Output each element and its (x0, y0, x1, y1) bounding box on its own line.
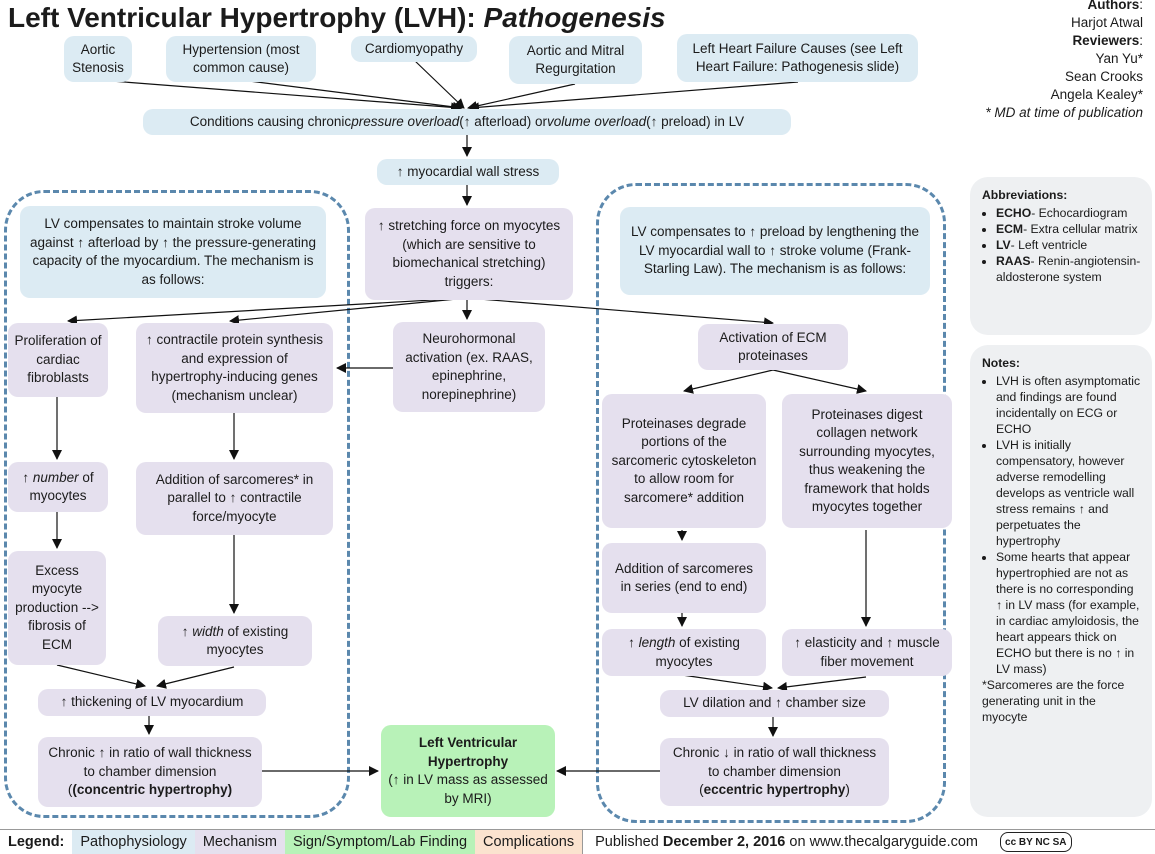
proteinases-digest: Proteinases digest collagen network surr… (782, 394, 952, 528)
concentric-hypertrophy: Chronic ↑ in ratio of wall thickness to … (38, 737, 262, 807)
cause-aortic-stenosis: Aortic Stenosis (64, 36, 132, 82)
proteinases-degrade: Proteinases degrade portions of the sarc… (602, 394, 766, 528)
neurohormonal-activation: Neurohormonal activation (ex. RAAS, epin… (393, 322, 545, 412)
cause-cardiomyopathy: Cardiomyopathy (351, 36, 477, 62)
left-compensation-intro: LV compensates to maintain stroke volume… (20, 206, 326, 298)
fibroblast-proliferation: Proliferation of cardiac fibroblasts (8, 323, 108, 397)
lv-myocardium-thickening: ↑ thickening of LV myocardium (38, 689, 266, 716)
eccentric-hypertrophy: Chronic ↓ in ratio of wall thickness to … (660, 738, 889, 806)
published-text: Published December 2, 2016 on www.thecal… (582, 830, 986, 854)
legend-complications: Complications (475, 830, 583, 854)
ecm-proteinase-activation: Activation of ECM proteinases (698, 324, 848, 370)
authors-block: Authors: Harjot Atwal Reviewers: Yan Yu*… (985, 0, 1143, 120)
cause-hypertension: Hypertension (most common cause) (166, 36, 316, 82)
myocyte-length-increase: ↑ length of existing myocytes (602, 629, 766, 676)
right-compensation-intro: LV compensates to ↑ preload by lengtheni… (620, 207, 930, 295)
elasticity-increase: ↑ elasticity and ↑ muscle fiber movement (782, 629, 952, 676)
lv-dilation: LV dilation and ↑ chamber size (660, 690, 889, 717)
stretching-force: ↑ stretching force on myocytes (which ar… (365, 208, 573, 300)
concentric-region (4, 190, 350, 818)
notes-panel: Notes: LVH is often asymptomatic and fin… (970, 345, 1152, 817)
creative-commons-icon: cc BY NC SA (1000, 832, 1072, 852)
legend-sign-symptom: Sign/Symptom/Lab Finding (284, 830, 476, 854)
cause-valve-regurgitation: Aortic and Mitral Regurgitation (509, 36, 642, 84)
page-title: Left Ventricular Hypertrophy (LVH): Path… (8, 2, 666, 33)
myocyte-number-increase: ↑ number of myocytes (8, 462, 108, 512)
sarcomeres-series: Addition of sarcomeres in series (end to… (602, 543, 766, 613)
conditions-overload: Conditions causing chronic pressure over… (143, 109, 791, 135)
cause-left-heart-failure: Left Heart Failure Causes (see Left Hear… (677, 34, 918, 82)
myocyte-width-increase: ↑ width of existing myocytes (158, 616, 312, 666)
sarcomeres-parallel: Addition of sarcomeres* in parallel to ↑… (136, 462, 333, 535)
legend-mechanism: Mechanism (194, 830, 285, 854)
legend-pathophysiology: Pathophysiology (72, 830, 195, 854)
legend-label: Legend: (8, 834, 65, 850)
contractile-protein-synthesis: ↑ contractile protein synthesis and expr… (136, 323, 333, 413)
myocardial-wall-stress: ↑ myocardial wall stress (377, 159, 559, 185)
excess-myocyte-production: Excess myocyte production --> fibrosis o… (8, 551, 106, 665)
legend-bar: Legend: Pathophysiology Mechanism Sign/S… (0, 829, 1155, 854)
abbreviations-panel: Abbreviations: ECHO- Echocardiogram ECM-… (970, 177, 1152, 335)
lvh-result: Left Ventricular Hypertrophy(↑ in LV mas… (381, 725, 555, 817)
